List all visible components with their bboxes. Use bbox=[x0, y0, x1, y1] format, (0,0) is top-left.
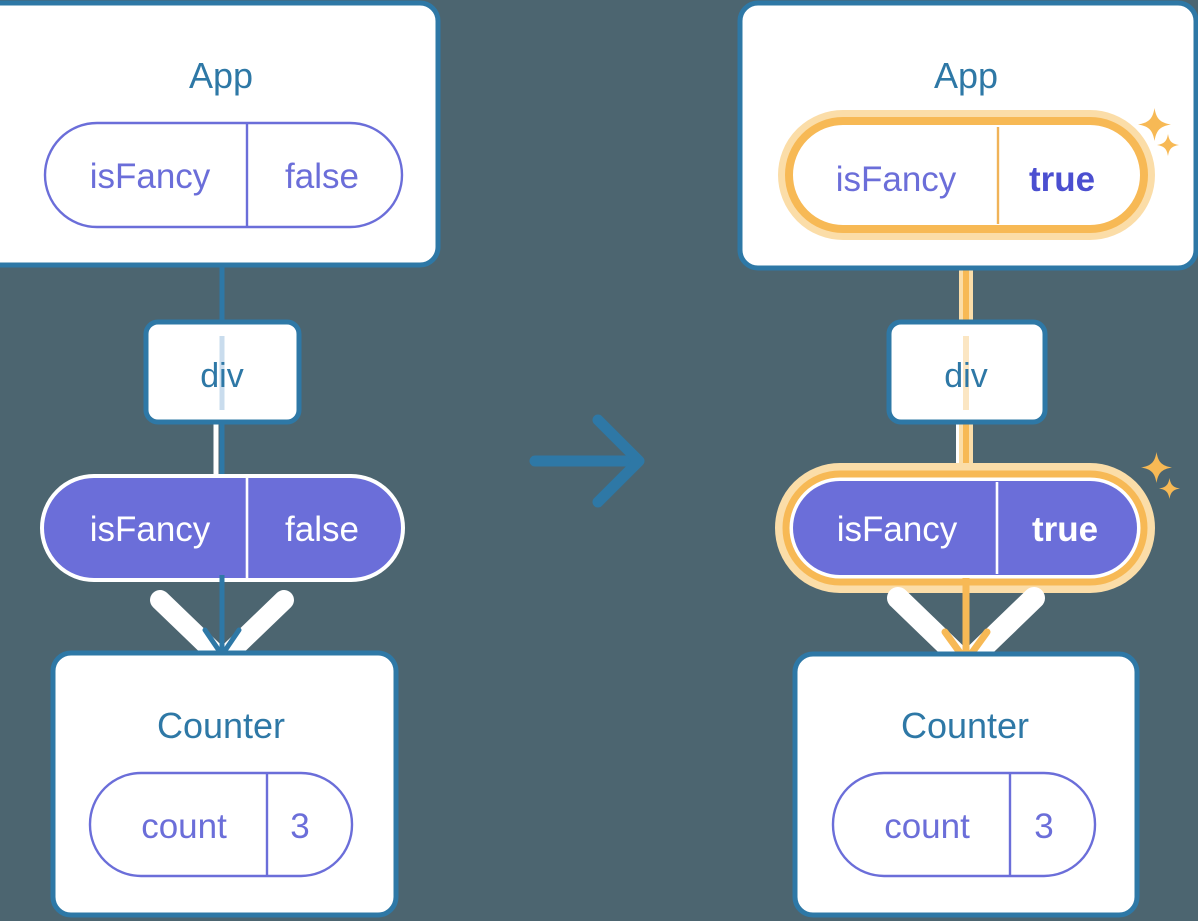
counter-state-pill: count 3 bbox=[831, 771, 1097, 878]
pill-body bbox=[793, 481, 1137, 575]
app-card-title: App bbox=[934, 55, 998, 96]
counter-card-title: Counter bbox=[901, 705, 1029, 746]
counter-card-title: Counter bbox=[157, 705, 285, 746]
pill-key: isFancy bbox=[90, 157, 211, 196]
pill-value: true bbox=[1032, 510, 1098, 549]
arrow-wing-left bbox=[150, 590, 224, 662]
pill-body bbox=[88, 771, 354, 878]
pill-value: false bbox=[285, 157, 359, 196]
pill-value: true bbox=[1029, 160, 1095, 199]
div-node: div bbox=[886, 319, 1048, 425]
pill-value: false bbox=[285, 510, 359, 549]
pill-highlight-ring bbox=[785, 117, 1148, 233]
arrow-wing-left bbox=[887, 587, 967, 665]
panel-before: App isFancy false div isFancy false bbox=[0, 0, 441, 918]
div-node-label: div bbox=[944, 357, 987, 395]
pill-key: isFancy bbox=[836, 160, 957, 199]
pill-key: isFancy bbox=[90, 510, 211, 549]
prop-pill: isFancy false bbox=[40, 474, 405, 582]
pill-key: isFancy bbox=[837, 510, 958, 549]
pill-body bbox=[831, 771, 1097, 878]
pill-value: 3 bbox=[1034, 807, 1053, 846]
prop-pill: isFancy true bbox=[775, 463, 1155, 593]
arrow-wing-right bbox=[220, 590, 294, 662]
app-state-pill: isFancy false bbox=[43, 121, 404, 229]
div-node: div bbox=[143, 319, 302, 425]
prop-flow-arrow bbox=[150, 575, 294, 662]
counter-state-pill: count 3 bbox=[88, 771, 354, 878]
panel-after: App isFancy true div isFancy true bbox=[737, 0, 1198, 918]
pill-value: 3 bbox=[290, 807, 309, 846]
app-card-title: App bbox=[189, 55, 253, 96]
arrow-wing-right bbox=[965, 587, 1045, 665]
app-state-pill: isFancy true bbox=[778, 110, 1155, 240]
sparkle-icon-small bbox=[1159, 478, 1180, 499]
pill-key: count bbox=[884, 807, 970, 846]
pill-body bbox=[43, 121, 404, 229]
transition-arrow-right-icon bbox=[529, 414, 645, 508]
pill-key: count bbox=[141, 807, 227, 846]
div-node-label: div bbox=[200, 357, 243, 395]
sparkle-icon-large bbox=[1141, 452, 1172, 483]
